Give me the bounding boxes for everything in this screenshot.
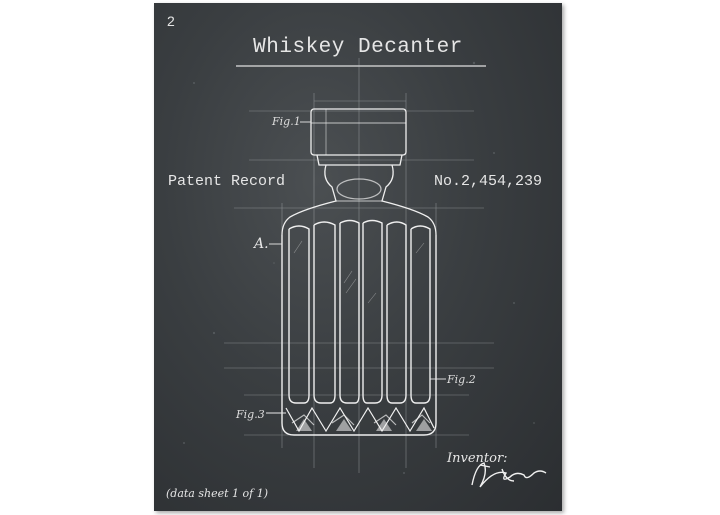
reference-letter: A. xyxy=(254,236,269,252)
blueprint-canvas: 2 Whiskey Decanter Patent Record No.2,45… xyxy=(154,3,562,511)
patent-number: No.2,454,239 xyxy=(434,173,543,190)
data-sheet-note: (data sheet 1 of 1) xyxy=(166,487,269,500)
figure-1-label: Fig.1 xyxy=(272,115,301,128)
inventor-signature xyxy=(471,462,547,488)
figure-3-label: Fig.3 xyxy=(236,408,265,421)
artwork-title: Whiskey Decanter xyxy=(253,36,463,59)
inventor-label: Inventor: xyxy=(447,451,508,466)
patent-label: Patent Record xyxy=(168,173,286,190)
figure-2-label: Fig.2 xyxy=(447,373,476,386)
decanter-drawing xyxy=(183,58,547,488)
sheet-number: 2 xyxy=(167,13,175,29)
